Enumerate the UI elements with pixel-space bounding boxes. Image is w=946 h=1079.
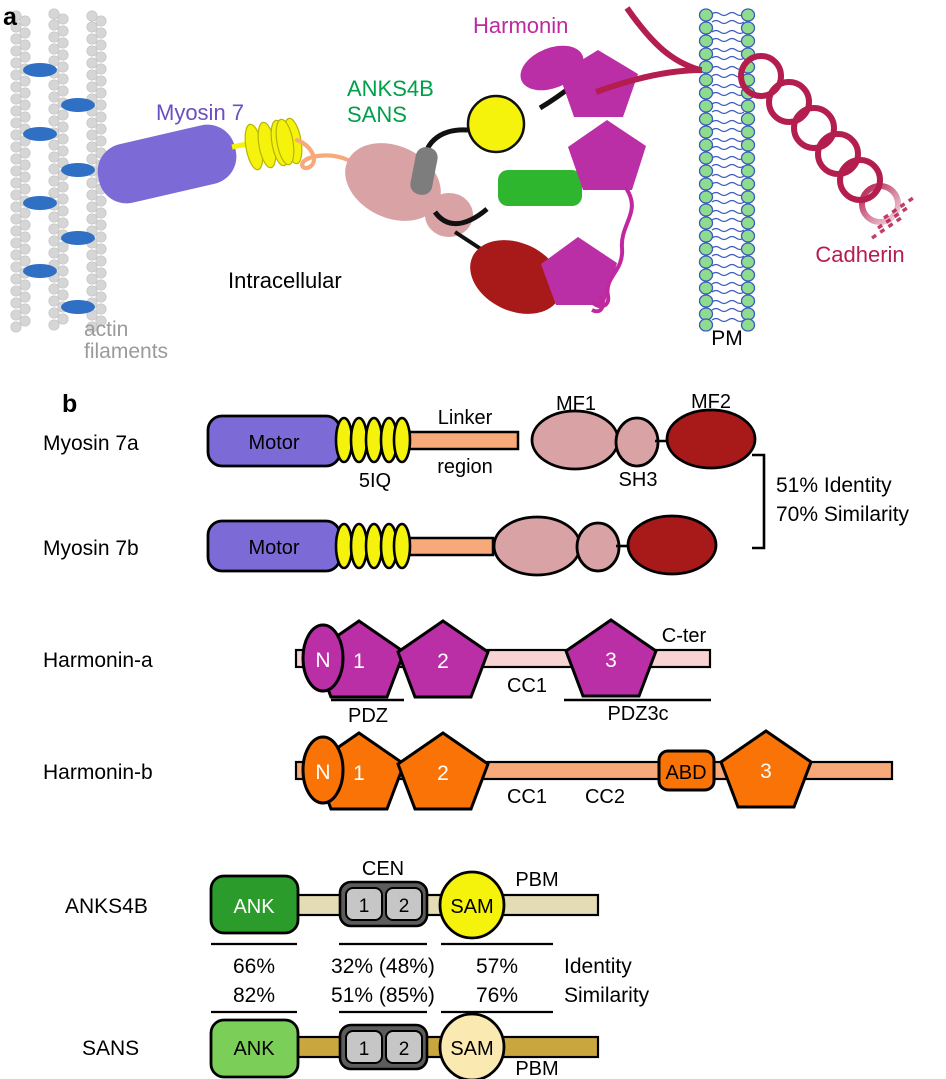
anks4b-ank-label: ANK	[233, 896, 275, 918]
actin-crosslinker	[23, 63, 95, 314]
sans-pbm-label: PBM	[515, 1058, 558, 1079]
actin-filaments-graphic	[10, 8, 107, 333]
harmonin-label: Harmonin	[473, 13, 568, 38]
row-label-myosin-7a: Myosin 7a	[43, 432, 139, 455]
row-label-myosin-7b: Myosin 7b	[43, 537, 139, 560]
region-label-7a: region	[437, 456, 493, 478]
linker-label-7a: Linker	[438, 407, 493, 429]
harmonin-b-cc1-label: CC1	[507, 786, 547, 808]
sans-diagram	[209, 1012, 600, 1079]
myosin-motor-domain-graphic	[97, 124, 253, 204]
actin-label: actin	[84, 318, 128, 341]
sans-cen1-label: 1	[359, 1039, 370, 1060]
harmonin-b-pdz2-label: 2	[437, 762, 449, 785]
harmonin-a-pdz-label: PDZ	[348, 705, 388, 727]
myosin7-label: Myosin 7	[156, 100, 244, 125]
panel-b-letter: b	[62, 390, 77, 418]
harmonin-b-cc2-label: CC2	[585, 786, 625, 808]
anks4b-sans-complex-graphic	[410, 78, 582, 227]
row-label-harmonin-a: Harmonin-a	[43, 649, 153, 672]
similarity-ank-value: 82%	[233, 984, 275, 1007]
harmonin-a-pdz1-label: 1	[353, 650, 365, 673]
sans-ank-label: ANK	[233, 1038, 275, 1060]
anks4b-cen-label: CEN	[362, 858, 404, 880]
cadherin-graphic	[594, 6, 917, 240]
sh3-label-7a: SH3	[619, 469, 658, 491]
anks4b-cen2-label: 2	[399, 896, 410, 917]
sans-sam-label: SAM	[450, 1038, 493, 1060]
myosin-7b-diagram	[206, 514, 718, 577]
row-label-anks4b: ANKS4B	[65, 895, 148, 918]
harmonin-a-cc1-label: CC1	[507, 675, 547, 697]
filaments-label: filaments	[84, 340, 168, 363]
figure-text-layer: a Myosin 7 ANKS4B SANS Harmonin Cadherin…	[3, 3, 910, 1079]
membrane-tails	[711, 11, 745, 323]
harmonin-b-diagram	[294, 729, 894, 811]
motor-label-7a: Motor	[248, 432, 299, 454]
actin-filament-2	[48, 8, 69, 331]
plasma-membrane-graphic	[698, 8, 756, 332]
anks4b-label: ANKS4B	[347, 76, 434, 101]
anks4b-diagram	[209, 870, 600, 1014]
identity-ank-value: 66%	[233, 955, 275, 978]
harmonin-b-pdz3-label: 3	[760, 760, 772, 783]
similarity-sam-value: 76%	[476, 984, 518, 1007]
intracellular-label: Intracellular	[228, 268, 342, 293]
anks4b-cen1-label: 1	[359, 896, 370, 917]
anks4b-pbm-label: PBM	[515, 869, 558, 891]
harmonin-a-pdz3c-label: PDZ3c	[607, 703, 668, 725]
motor-label-7b: Motor	[248, 537, 299, 559]
membrane-heads	[698, 8, 756, 332]
identity-sam-value: 57%	[476, 955, 518, 978]
identity-row-label: Identity	[564, 955, 632, 978]
panel-a-letter: a	[3, 3, 18, 31]
anks4b-sam-label: SAM	[450, 896, 493, 918]
panel-b-group	[206, 408, 894, 1079]
harmonin-a-n-label: N	[315, 649, 330, 672]
harmonin-b-n-label: N	[315, 761, 330, 784]
harmonin-a-pdz3-label: 3	[605, 649, 617, 672]
harmonin-b-abd-label: ABD	[665, 762, 706, 784]
similarity-row-label: Similarity	[564, 984, 650, 1007]
mf1-label-7a: MF1	[556, 393, 596, 415]
harmonin-b-pdz1-label: 1	[353, 762, 365, 785]
myosin-iq-coils-graphic	[244, 117, 303, 171]
myosin-linker-graphic	[294, 137, 351, 171]
row-label-harmonin-b: Harmonin-b	[43, 761, 153, 784]
actin-filament-3	[86, 10, 107, 333]
myosin-identity-text: 51% Identity	[776, 474, 892, 497]
harmonin-a-cter-label: C-ter	[662, 625, 707, 647]
iq-label-7a: 5IQ	[359, 470, 391, 492]
panel-a-group	[10, 6, 917, 333]
myosin-tail-graphic	[345, 143, 562, 314]
similarity-cen-value: 51% (85%)	[331, 984, 435, 1007]
mf2-label-7a: MF2	[691, 391, 731, 413]
sans-label: SANS	[347, 102, 407, 127]
myosin-7a-diagram	[206, 408, 757, 471]
actin-filament-1	[10, 10, 31, 333]
identity-cen-value: 32% (48%)	[331, 955, 435, 978]
cadherin-label: Cadherin	[815, 242, 904, 267]
harmonin-a-pdz2-label: 2	[437, 650, 449, 673]
harmonin-a-diagram	[294, 618, 712, 702]
pm-label: PM	[711, 327, 743, 350]
row-label-sans: SANS	[82, 1037, 139, 1060]
sans-cen2-label: 2	[399, 1039, 410, 1060]
myosin-comparison-bracket	[752, 453, 766, 550]
harmonin-complex-graphic	[520, 45, 646, 314]
myosin-similarity-text: 70% Similarity	[776, 503, 910, 526]
